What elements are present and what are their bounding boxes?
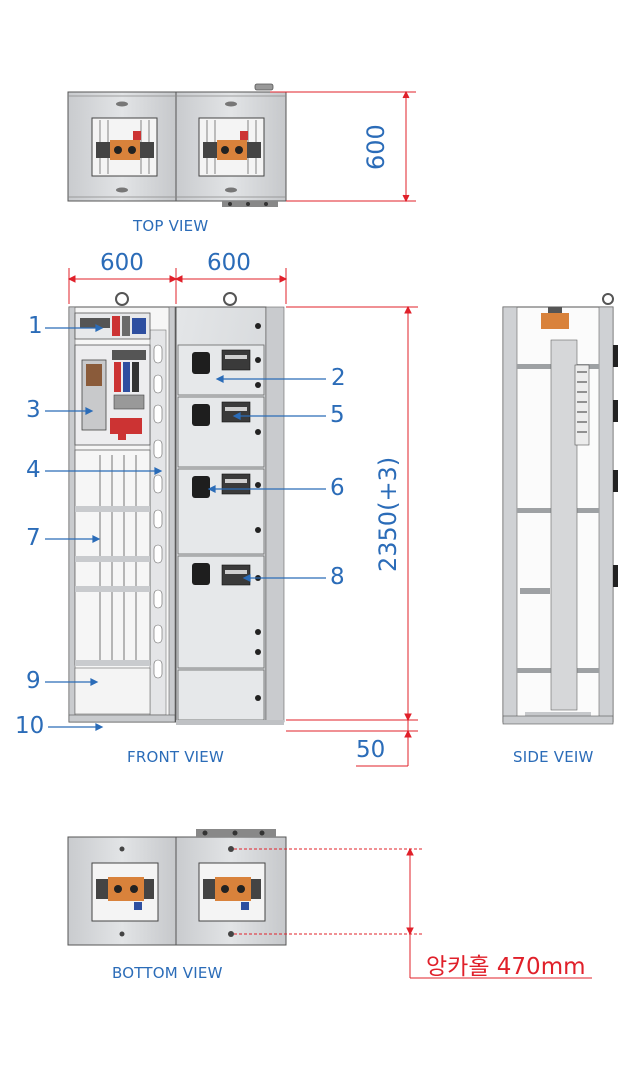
callout-9: 9: [26, 668, 41, 694]
bottom-view-title: BOTTOM VIEW: [112, 964, 223, 982]
top-view-drawing: [67, 83, 287, 207]
bottom-view-drawing: [67, 829, 287, 946]
side-view-drawing: [502, 293, 618, 725]
callout-7: 7: [26, 525, 41, 551]
height-label: 2350(+3): [374, 456, 402, 572]
callout-3: 3: [26, 397, 41, 423]
top-view-title: TOP VIEW: [133, 217, 209, 235]
callout-4: 4: [26, 457, 41, 483]
front-view-title: FRONT VIEW: [127, 748, 225, 766]
base-label: 50: [356, 737, 386, 763]
callout-2: 2: [331, 365, 346, 391]
callout-leaders: [45, 324, 326, 731]
anchor-hole-dimension: [234, 847, 592, 979]
callout-1: 1: [28, 313, 43, 339]
callout-5: 5: [330, 402, 345, 428]
callout-8: 8: [330, 564, 345, 590]
front-view-drawing: [68, 292, 285, 725]
front-dimension-lines: [67, 268, 418, 767]
front-width-right-label: 600: [207, 250, 251, 276]
front-width-left-label: 600: [100, 250, 144, 276]
anchor-hole-label: 앙카홀 470mm: [426, 954, 586, 980]
side-view-title: SIDE VEIW: [513, 748, 594, 766]
callout-10: 10: [15, 713, 45, 739]
callout-6: 6: [330, 475, 345, 501]
top-depth-label: 600: [362, 124, 390, 170]
top-depth-dimension: [270, 90, 416, 203]
